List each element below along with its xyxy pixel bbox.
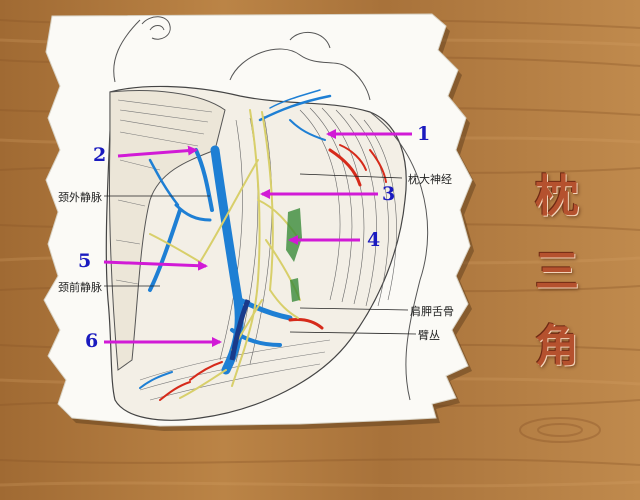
ear-drawing xyxy=(113,16,171,83)
title-char-1: 枕 xyxy=(535,171,579,222)
vertical-title: 枕 三 角 xyxy=(522,160,592,390)
number-label-2: 2 xyxy=(93,144,107,166)
arrow-5 xyxy=(103,260,208,271)
arteries xyxy=(159,144,387,401)
number-label-1: 1 xyxy=(417,123,431,145)
number-label-6: 6 xyxy=(85,330,99,352)
label-external-jugular-vein: 颈外静脉 xyxy=(58,191,102,204)
arrow-2 xyxy=(117,145,198,158)
anterior-jugular-vein xyxy=(148,208,182,292)
neck-region-outline xyxy=(105,85,407,421)
number-label-3: 3 xyxy=(382,183,396,205)
title-char-3: 角 xyxy=(535,321,579,372)
label-greater-occipital: 枕大神经 xyxy=(408,173,452,186)
title-char-2: 三 xyxy=(535,246,579,297)
label-anterior-jugular-vein: 颈前静脉 xyxy=(58,281,102,294)
label-omohyoid: 肩胛舌骨 xyxy=(410,305,454,318)
pointer-arrows xyxy=(103,129,412,347)
number-label-4: 4 xyxy=(367,229,381,251)
number-label-5: 5 xyxy=(78,250,92,272)
label-brachial-plexus: 臂丛 xyxy=(418,329,440,342)
